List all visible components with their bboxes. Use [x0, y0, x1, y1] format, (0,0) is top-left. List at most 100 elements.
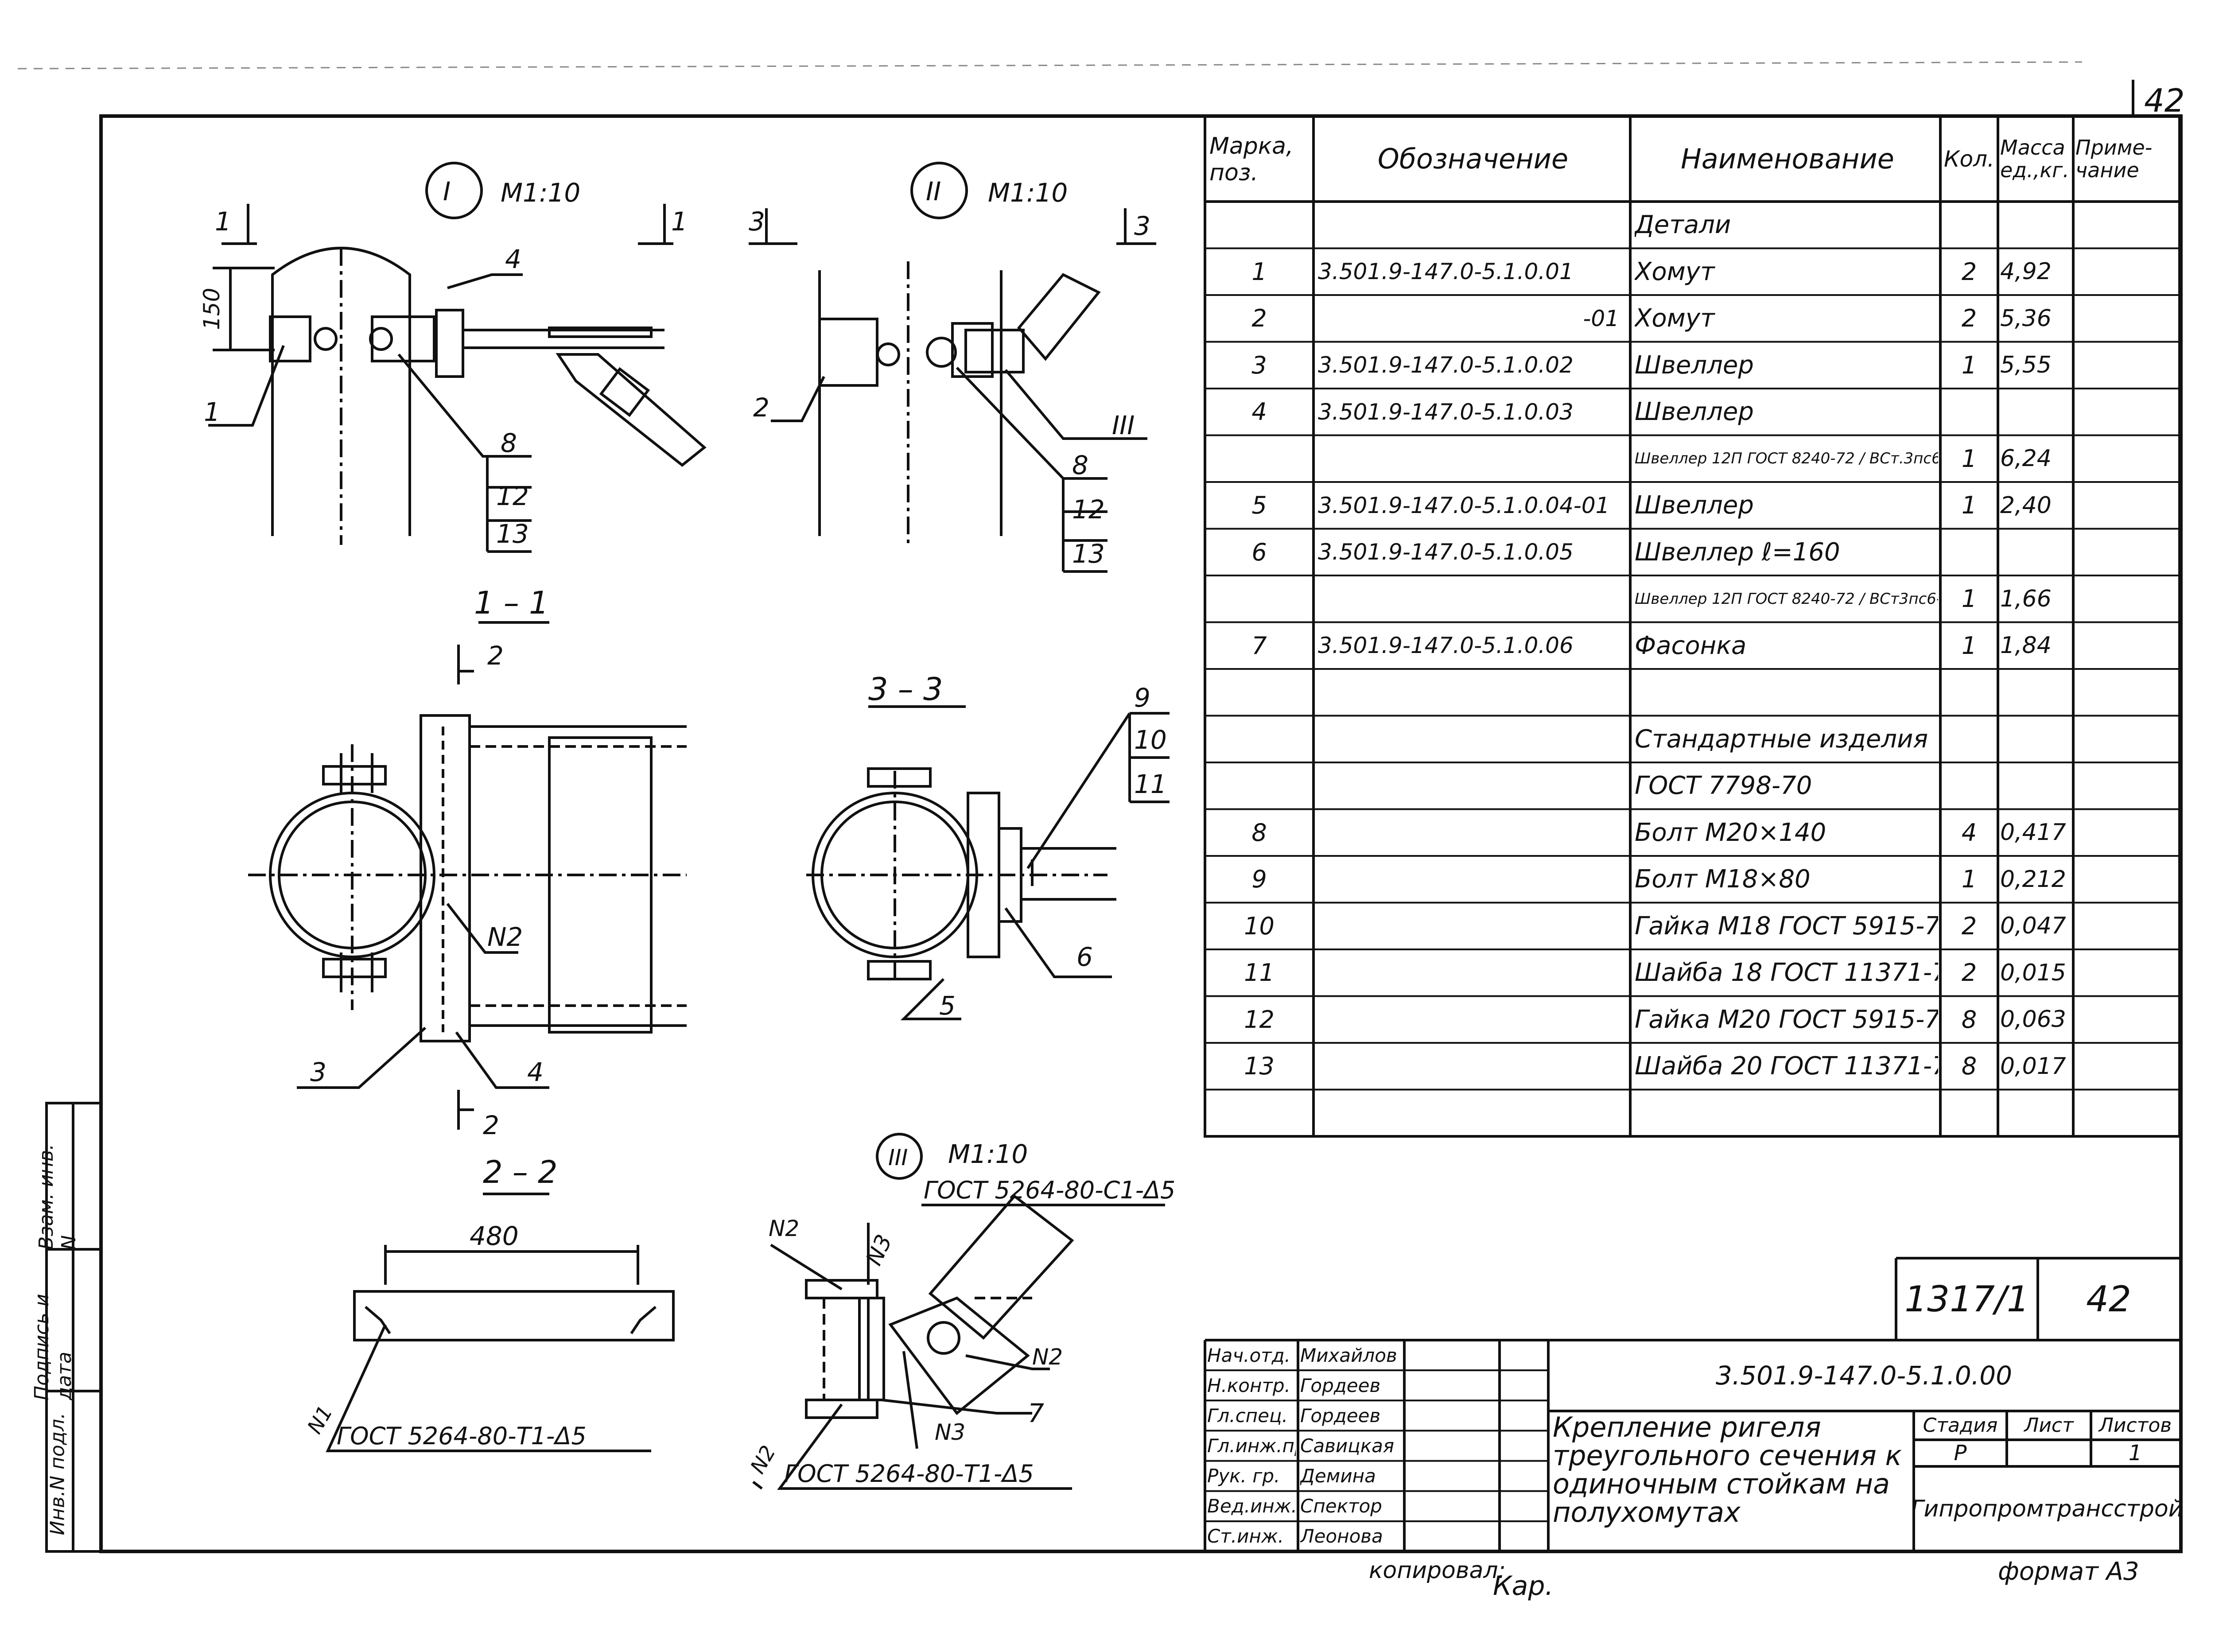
side-stamp [45, 1102, 102, 1553]
spec-cell-des [1318, 996, 1628, 1043]
spec-cell-mass: 5,55 [2000, 352, 2052, 379]
staff-name: Леонова [1300, 1525, 1383, 1547]
spec-cell-des [1318, 435, 1628, 482]
spec-row-lines [1205, 247, 2180, 1091]
spec-cell-qty [1943, 202, 1996, 249]
spec-cell-pos: 7 [1251, 631, 1267, 660]
format-label: формат А3 [1998, 1557, 2139, 1586]
spec-cell-qty: 1 [1961, 491, 1977, 520]
spec-cell-qty: 2 [1961, 959, 1977, 987]
spec-cell-note [2075, 1090, 2177, 1137]
spec-cell-mass [2000, 669, 2071, 716]
spec-cell-qty [1943, 389, 1996, 435]
spec-cell-mass: 2,40 [2000, 492, 2052, 519]
section-1-1-label-3: 3 [310, 1057, 326, 1087]
spec-cell-mass: 0,063 [2000, 1006, 2066, 1033]
spec-cell-mass: 4,92 [2000, 258, 2052, 285]
title-org: Гипропромтрансстрой [1915, 1496, 2180, 1522]
section-2-2-dim-480: 480 [470, 1221, 519, 1251]
section-3-3-label-10: 10 [1134, 725, 1167, 755]
spec-cell-name: Швеллер [1635, 350, 1754, 380]
spec-cell-note [2075, 669, 2177, 716]
spec-cell-des [1318, 1090, 1628, 1137]
spec-cell-note [2075, 435, 2177, 482]
spec-cell-qty [1943, 1090, 1996, 1137]
spec-cell-des [1318, 762, 1628, 809]
view-2-label-III: III [1112, 410, 1135, 440]
spec-cell-des: -01 [1583, 305, 1619, 331]
section-2-2-weld-note: ГОСТ 5264-80-Т1-Δ5 [337, 1422, 587, 1450]
title-stage-label: Стадия [1923, 1414, 1998, 1437]
title-code: 3.501.9-147.0-5.1.0.00 [1715, 1360, 2013, 1391]
side-stamp-inv: Инв.N подл. [46, 1412, 69, 1535]
spec-cell-note [2075, 762, 2177, 809]
view-2-label-8: 8 [1072, 450, 1088, 480]
section-1-1-label-4: 4 [527, 1057, 544, 1087]
spec-cell-des: 3.501.9-147.0-5.1.0.05 [1318, 539, 1574, 565]
staff-name: Демина [1300, 1465, 1376, 1487]
staff-role: Нач.отд. [1207, 1344, 1291, 1366]
view-3-weld-bottom: ГОСТ 5264-80-Т1-Δ5 [784, 1460, 1034, 1488]
spec-cell-name: Швеллер 12П ГОСТ 8240-72 / ВСт.3пс6-1 ТУ… [1635, 450, 1938, 468]
spec-cell-mass: 1,84 [2000, 632, 2052, 659]
spec-cell-des [1318, 716, 1628, 763]
spec-cell-des: 3.501.9-147.0-5.1.0.03 [1318, 399, 1574, 425]
spec-cell-name: Детали [1635, 210, 1731, 240]
spec-cell-name [1635, 669, 1938, 716]
view-3-label-N2-a: N2 [769, 1216, 799, 1241]
spec-cell-des: 3.501.9-147.0-5.1.0.01 [1318, 259, 1574, 285]
spec-cell-pos: 8 [1251, 818, 1267, 847]
section-2-2-graphics [326, 1193, 675, 1452]
spec-cell-mass: 0,047 [2000, 913, 2066, 940]
spec-cell-des [1318, 202, 1628, 249]
spec-cell-note [2075, 529, 2177, 576]
section-3-3-label-5: 5 [939, 991, 956, 1021]
title-sheets: 1 [2128, 1441, 2142, 1465]
section-1-1-title: 1 – 1 [474, 585, 549, 621]
spec-cell-qty: 2 [1961, 257, 1977, 286]
view-1-dim-150: 150 [199, 288, 225, 330]
section-3-3-label-6: 6 [1076, 942, 1093, 972]
view-2-cut-right: 3 [1134, 211, 1150, 241]
view-3-label-N2-b: N2 [1032, 1344, 1063, 1370]
spec-table-grid [1204, 115, 2181, 1138]
view-3-weld-top: ГОСТ 5264-80-С1-Δ5 [924, 1176, 1175, 1204]
spec-cell-pos [1207, 762, 1311, 809]
spec-cell-qty: 1 [1961, 351, 1977, 379]
spec-cell-mass [2000, 202, 2071, 249]
spec-cell-name [1635, 1090, 1938, 1137]
spec-cell-des [1318, 669, 1628, 716]
spec-cell-note [2075, 903, 2177, 950]
spec-header-name: Наименование [1681, 143, 1894, 175]
spec-cell-mass: 0,417 [2000, 819, 2066, 846]
view-2-cut-left: 3 [749, 206, 765, 237]
spec-cell-name: Болт М18×80 [1635, 865, 1811, 894]
spec-cell-pos [1207, 575, 1311, 622]
spec-cell-pos: 10 [1244, 912, 1275, 940]
spec-cell-pos: 9 [1251, 865, 1267, 894]
view-2-label-2: 2 [753, 393, 769, 423]
spec-cell-pos: 5 [1251, 491, 1267, 520]
spec-cell-mass [2000, 529, 2071, 576]
spec-cell-note [2075, 389, 2177, 435]
spec-cell-qty: 2 [1961, 912, 1977, 940]
spec-cell-des [1318, 575, 1628, 622]
spec-cell-mass: 0,017 [2000, 1053, 2066, 1080]
spec-cell-qty: 8 [1961, 1052, 1977, 1081]
spec-cell-pos: 2 [1251, 304, 1267, 333]
copied-by-label: копировал: [1369, 1557, 1506, 1584]
section-1-1-graphics [248, 621, 687, 1130]
spec-cell-note [2075, 575, 2177, 622]
spec-header-designation: Обозначение [1377, 143, 1569, 175]
staff-role: Гл.спец. [1207, 1404, 1288, 1427]
spec-cell-name: Швеллер [1635, 397, 1754, 427]
spec-cell-note [2075, 949, 2177, 996]
spec-cell-note [2075, 482, 2177, 529]
view-3-marker: III [888, 1145, 908, 1170]
spec-cell-note [2075, 202, 2177, 249]
view-2-graphics [749, 162, 1156, 573]
spec-cell-qty: 1 [1961, 631, 1977, 660]
spec-cell-mass: 5,36 [2000, 305, 2052, 332]
spec-cell-des: 3.501.9-147.0-5.1.0.04-01 [1318, 492, 1610, 518]
